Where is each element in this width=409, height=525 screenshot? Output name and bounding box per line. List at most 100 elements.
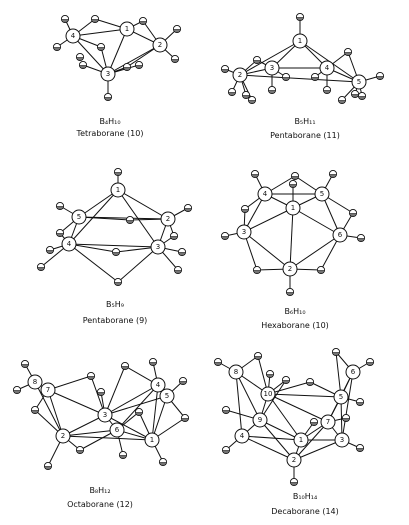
hydrogen-atom: [252, 55, 262, 65]
svg-text:2: 2: [288, 265, 292, 273]
boron-atom-2: 2: [152, 37, 168, 53]
hydrogen-atom: [289, 477, 299, 487]
decaborane-hydrogens: [213, 347, 375, 487]
bond-line: [235, 371, 261, 421]
name-octaborane: Octaborane (12): [67, 500, 133, 509]
hydrogen-atom: [265, 369, 275, 379]
svg-text:2: 2: [61, 432, 65, 440]
bond-line: [292, 207, 341, 236]
boron-atom-1: 1: [119, 21, 135, 37]
hydrogen-atom: [52, 42, 62, 52]
svg-text:4: 4: [156, 381, 161, 389]
hydrogen-atom: [356, 233, 366, 243]
bond-line: [293, 421, 329, 461]
hydrogen-atom: [250, 169, 260, 179]
hydrogen-atom: [45, 245, 55, 255]
hydrogen-atom: [173, 265, 183, 275]
svg-text:5: 5: [165, 392, 169, 400]
bond-line: [107, 28, 128, 75]
hydrogen-atom: [158, 457, 168, 467]
formula-decaborane: B₁₀H₁₄: [292, 492, 318, 501]
tetraborane-hydrogens: [52, 14, 182, 102]
hydrogen-atom: [177, 247, 187, 257]
svg-text:3: 3: [156, 243, 160, 251]
boron-atom-5: 5: [159, 388, 175, 404]
hydrogen-atom: [288, 179, 298, 189]
bond-line: [267, 393, 329, 423]
structure-pentaborane-9: 1 2 3 4 5: [36, 167, 193, 287]
hydrogen-atom: [138, 16, 148, 26]
boron-atom-4: 4: [257, 186, 273, 202]
bond-line: [335, 351, 342, 398]
svg-text:4: 4: [325, 64, 330, 72]
hydrogen-atom: [221, 445, 231, 455]
svg-text:1: 1: [116, 186, 120, 194]
hydrogen-atom: [78, 60, 88, 70]
bond-line: [235, 371, 243, 437]
pentaborane11-hydrogens: [220, 12, 385, 105]
boron-atom-2: 2: [282, 261, 298, 277]
bond-line: [116, 384, 159, 431]
hydrogen-atom: [55, 228, 65, 238]
bond-line: [289, 207, 294, 270]
bond-line: [72, 28, 128, 37]
svg-text:9: 9: [258, 416, 262, 424]
boron-atom-4: 4: [61, 236, 77, 252]
hydrogen-atom: [350, 89, 360, 99]
bond-line: [117, 189, 169, 220]
bond-line: [62, 429, 118, 437]
hydrogen-atom: [30, 405, 40, 415]
boron-atom-3: 3: [236, 224, 252, 240]
boron-atom-9: 9: [252, 412, 268, 428]
hydrogen-atom: [253, 351, 263, 361]
svg-text:3: 3: [340, 436, 344, 444]
hydrogen-atom: [357, 91, 367, 101]
bond-line: [241, 435, 295, 461]
bond-line: [68, 243, 159, 248]
formula-pentaborane-11: B₅H₁₁: [294, 117, 316, 126]
hydrogen-atom: [96, 387, 106, 397]
hydrogen-atom: [12, 385, 22, 395]
bond-line: [107, 44, 161, 75]
boron-atom-1: 1: [285, 200, 301, 216]
hydrogen-atom: [290, 171, 300, 181]
hydrogen-atom: [341, 413, 351, 423]
bond-line: [62, 414, 106, 437]
hydrogen-atom: [122, 62, 132, 72]
hydrogen-atom: [134, 60, 144, 70]
hydrogen-atom: [285, 287, 295, 297]
svg-text:2: 2: [166, 215, 170, 223]
bond-line: [104, 414, 153, 441]
svg-text:4: 4: [240, 432, 245, 440]
svg-text:7: 7: [326, 418, 330, 426]
hydrogen-atom: [267, 85, 277, 95]
svg-text:5: 5: [77, 213, 81, 221]
formula-tetraborane: B₄H₁₀: [99, 117, 121, 126]
hydrogen-atom: [241, 90, 251, 100]
boron-atom-4: 4: [234, 428, 250, 444]
svg-text:3: 3: [106, 70, 110, 78]
boron-atom-3: 3: [150, 239, 166, 255]
svg-text:4: 4: [263, 190, 268, 198]
bond-line: [62, 435, 153, 441]
svg-text:10: 10: [264, 390, 273, 398]
hydrogen-atom: [36, 262, 46, 272]
hydrogen-atom: [120, 361, 130, 371]
bond-line: [241, 435, 302, 441]
bond-line: [243, 207, 294, 233]
hydrogen-atom: [305, 377, 315, 387]
bond-line: [104, 384, 159, 416]
svg-text:3: 3: [103, 411, 107, 419]
svg-text:3: 3: [270, 64, 274, 72]
svg-text:1: 1: [150, 436, 154, 444]
bond-line: [259, 419, 302, 441]
